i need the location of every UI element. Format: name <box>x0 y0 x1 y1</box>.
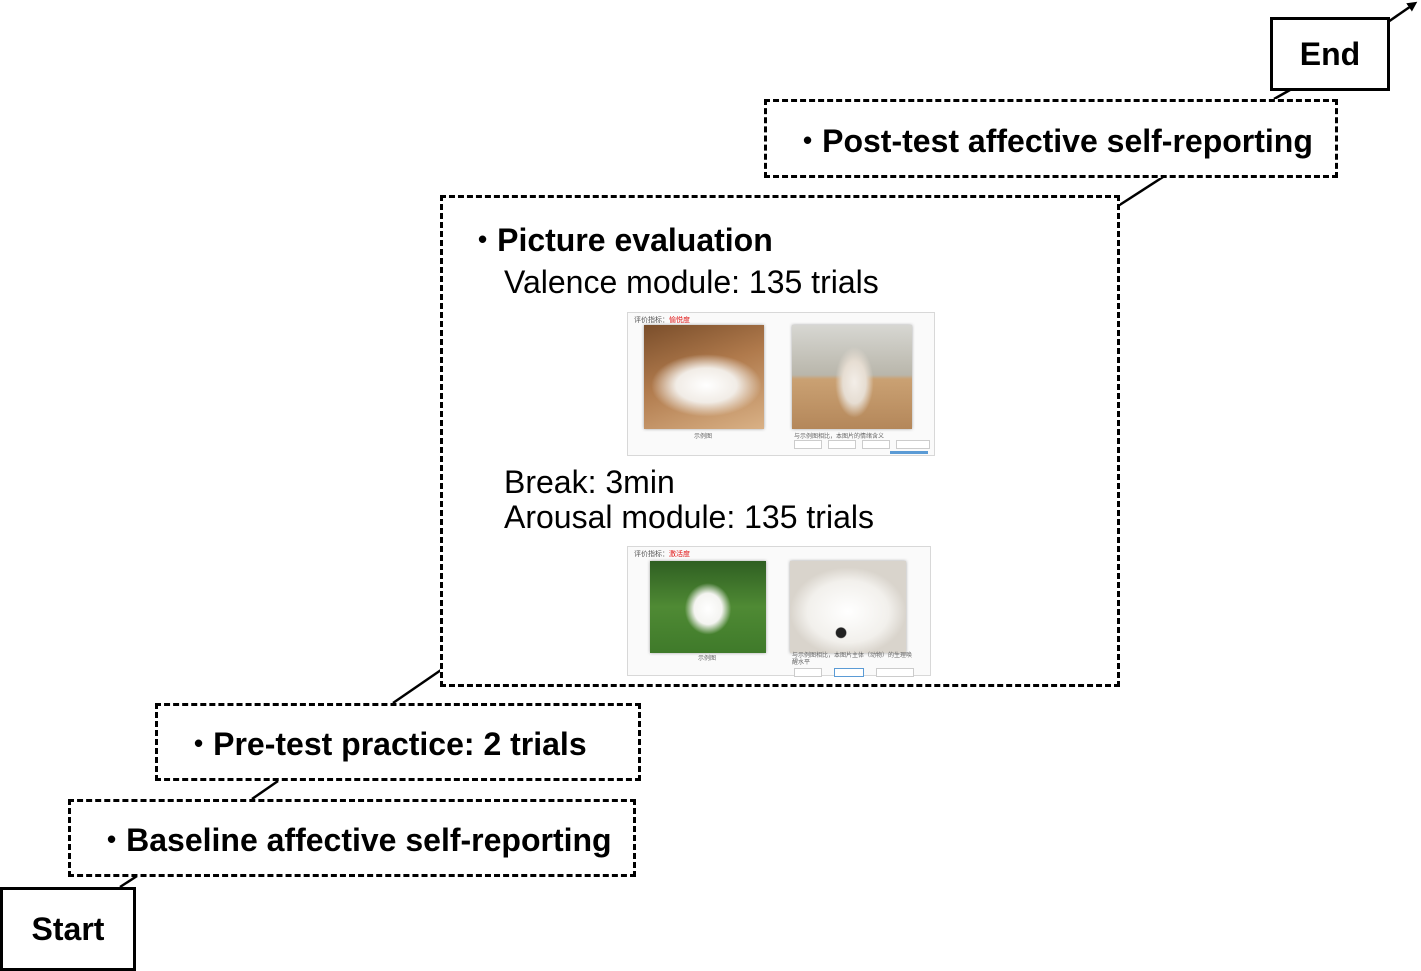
valence-module-text: Valence module: 135 trials <box>504 264 879 300</box>
valence-progress-bar <box>890 451 928 454</box>
bullet: • <box>478 224 488 254</box>
baseline-step-text: Baseline affective self-reporting <box>126 822 612 858</box>
connector-posttest-end <box>1273 88 1291 101</box>
baseline-step-line: • Baseline affective self-reporting <box>107 822 612 859</box>
end-box: End <box>1270 17 1390 91</box>
evaluation-step-box: • Picture evaluation Valence module: 135 … <box>440 195 1120 687</box>
valence-option-3[interactable] <box>862 440 890 449</box>
arousal-screen-header: 评价指标：激活度 <box>634 551 690 558</box>
arousal-option-2[interactable] <box>834 668 864 677</box>
connector-start-baseline <box>119 874 138 889</box>
dog-standing-photo <box>650 561 766 653</box>
arousal-module-text: Arousal module: 135 trials <box>504 499 874 535</box>
valence-example-caption: 示例图 <box>694 434 713 440</box>
valence-prompt: 与示例图相比，本图片的情绪含义 <box>794 434 885 440</box>
bullet: • <box>803 125 813 155</box>
posttest-step-box: • Post-test affective self-reporting <box>764 99 1338 178</box>
valence-option-4[interactable] <box>896 440 930 449</box>
arousal-screenshot: 评价指标：激活度 示例图 与示例图相比，本图片主体（动物）的生理唤醒水平 <box>627 546 931 677</box>
evaluation-title-line: • Picture evaluation <box>478 222 773 259</box>
cat-lying-photo <box>644 325 764 429</box>
bullet: • <box>194 728 204 758</box>
valence-screenshot: 评价指标：愉悦度 示例图 与示例图相比，本图片的情绪含义 <box>627 312 935 456</box>
practice-step-text: Pre-test practice: 2 trials <box>213 726 587 762</box>
posttest-step-line: • Post-test affective self-reporting <box>803 123 1313 160</box>
posttest-step-text: Post-test affective self-reporting <box>822 123 1313 159</box>
arousal-option-1[interactable] <box>794 668 822 677</box>
arousal-option-3[interactable] <box>876 668 914 677</box>
valence-option-1[interactable] <box>794 440 822 449</box>
practice-step-line: • Pre-test practice: 2 trials <box>194 726 587 763</box>
baseline-step-box: • Baseline affective self-reporting <box>68 799 636 877</box>
evaluation-title: Picture evaluation <box>497 222 773 258</box>
connector-end-arrow <box>1387 1 1418 24</box>
bullet: • <box>107 824 117 854</box>
cat-standing-photo <box>792 325 912 429</box>
arousal-prompt: 与示例图相比，本图片主体（动物）的生理唤醒水平 <box>792 653 913 666</box>
break-text: Break: 3min <box>504 464 675 500</box>
end-label: End <box>1299 35 1361 72</box>
connector-practice-evaluation <box>392 668 442 705</box>
practice-step-box: • Pre-test practice: 2 trials <box>155 703 641 781</box>
arousal-example-caption: 示例图 <box>698 656 717 662</box>
connector-evaluation-posttest <box>1117 175 1164 208</box>
start-label: Start <box>31 910 105 947</box>
valence-option-2[interactable] <box>828 440 856 449</box>
valence-screen-header: 评价指标：愉悦度 <box>634 317 690 324</box>
start-box: Start <box>0 887 136 971</box>
dog-closeup-photo <box>790 561 906 653</box>
connector-baseline-practice <box>251 779 279 801</box>
